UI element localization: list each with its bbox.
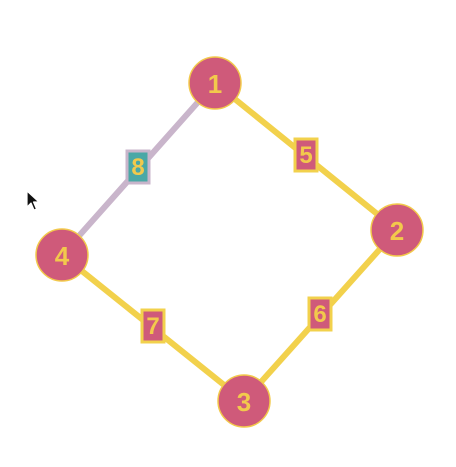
mouse-pointer-icon [26,190,40,211]
edge-weight-badge-2-3[interactable]: 6 [307,296,333,332]
node-2[interactable]: 2 [370,203,424,257]
node-label-2: 2 [390,216,404,246]
edges-layer [59,80,400,404]
edge-weight-label-2-3: 6 [313,301,326,328]
node-1[interactable]: 1 [188,56,242,110]
node-4[interactable]: 4 [35,228,89,282]
node-label-3: 3 [237,387,251,417]
node-label-1: 1 [208,69,222,99]
edge-weight-badge-1-2[interactable]: 5 [293,137,319,173]
edge-weight-label-3-4: 7 [146,313,159,340]
edge-weight-badge-3-4[interactable]: 7 [140,308,166,344]
edge-weight-badge-4-1[interactable]: 8 [125,149,151,185]
edge-weight-label-1-2: 5 [299,142,312,169]
nodes-layer: 1 2 3 4 [35,56,424,428]
node-3[interactable]: 3 [217,374,271,428]
edge-weights-layer: 5 6 7 8 [125,137,333,344]
edge-weight-label-4-1: 8 [131,154,144,181]
node-label-4: 4 [55,241,70,271]
